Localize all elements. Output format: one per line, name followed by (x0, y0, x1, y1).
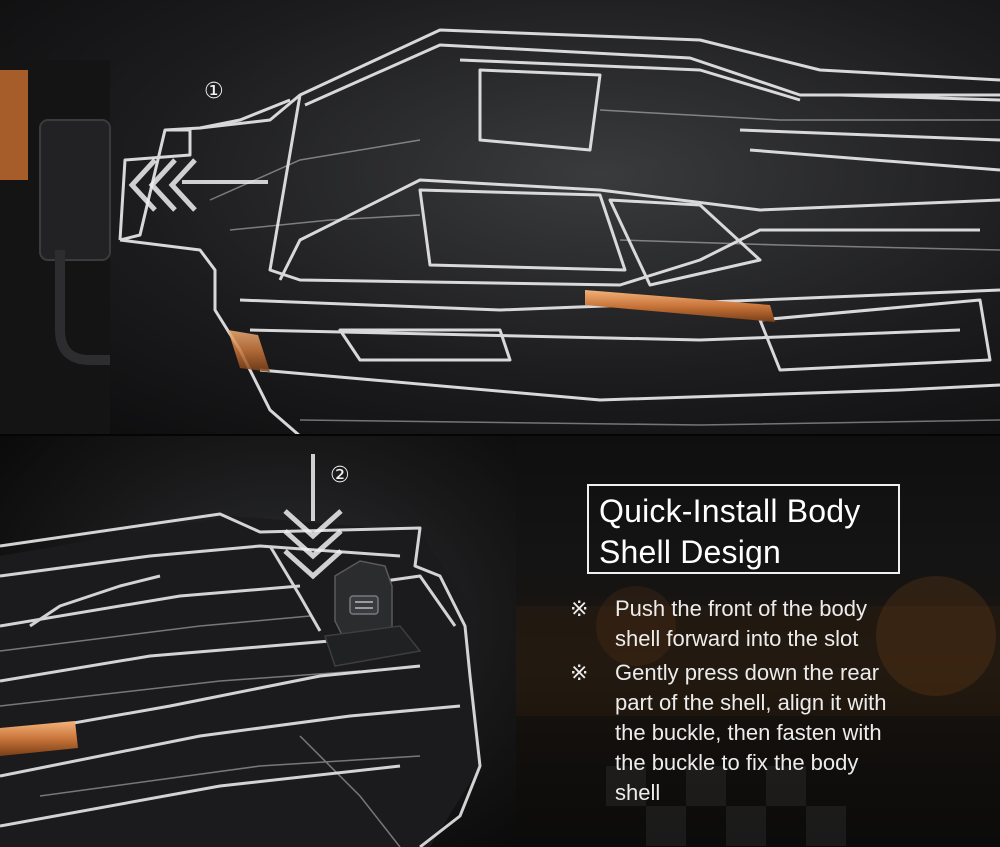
instruction-text-2: Gently press down the rear part of the s… (615, 660, 887, 805)
top-product-photo: ① (0, 0, 1000, 436)
down-chevron-arrow (283, 509, 343, 580)
reference-mark-icon: ※ (570, 660, 589, 685)
description-panel (516, 436, 1000, 847)
body-clip-buckle (324, 560, 422, 667)
feature-title-line-1: Quick-Install Body (599, 493, 861, 529)
feature-title-box: Quick-Install Body Shell Design (587, 484, 900, 574)
step-one-label: ① (204, 79, 224, 104)
body-shell-rear-illustration (0, 454, 482, 847)
copper-part-left (0, 70, 28, 180)
panel-divider (0, 434, 1000, 437)
copper-rod (585, 290, 775, 322)
reference-mark-icon: ※ (570, 596, 589, 621)
step-two-label: ② (330, 463, 350, 488)
feature-title: Quick-Install Body Shell Design (599, 491, 898, 573)
instruction-text-1: Push the front of the body shell forward… (615, 596, 867, 651)
copper-strip (228, 330, 270, 372)
front-mount (39, 119, 111, 261)
forward-chevron-arrow (128, 158, 197, 212)
feature-title-line-2: Shell Design (599, 534, 782, 570)
copper-rod-rear (0, 721, 78, 756)
bottom-product-photo: ② (0, 436, 516, 847)
blurred-background-lights (516, 576, 1000, 846)
body-shell-front-illustration (0, 28, 1000, 436)
